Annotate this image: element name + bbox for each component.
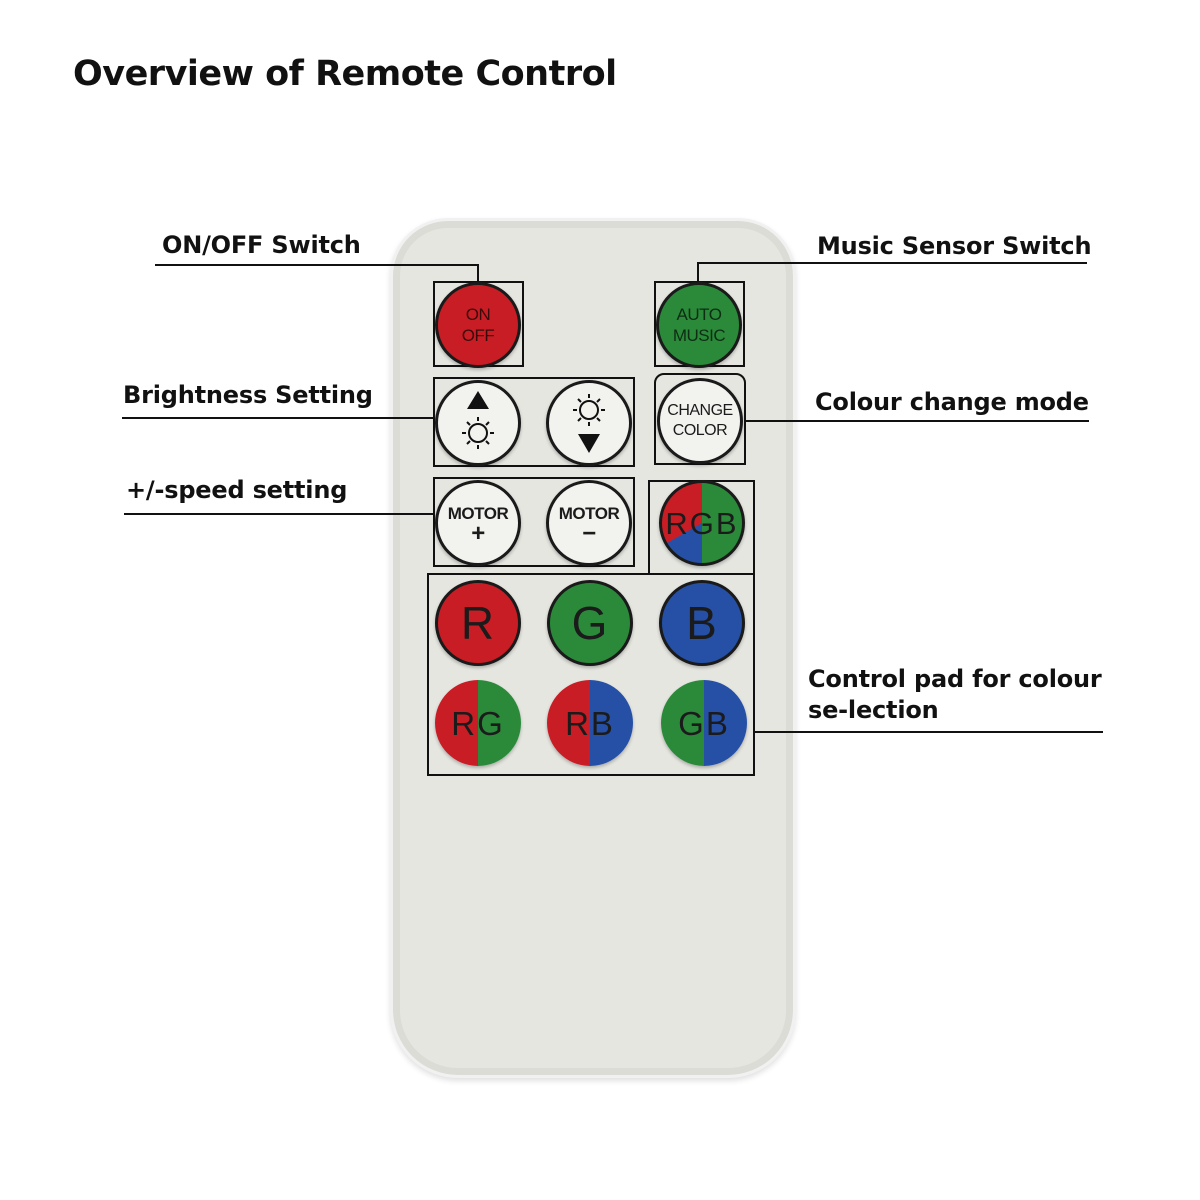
music-leader-line: [697, 262, 1087, 264]
change-color-button[interactable]: CHANGE COLOR: [657, 378, 743, 464]
red-green-button-left: R: [451, 704, 478, 742]
on-off-button-line1: ON: [465, 305, 491, 324]
colour-change-highlight-box: [654, 373, 746, 465]
motor-plus-button-line1: MOTOR: [447, 503, 509, 523]
green-button-label: G: [571, 597, 609, 649]
brightness-down-button[interactable]: [546, 380, 632, 466]
speed-leader-line: [124, 513, 434, 515]
on-off-switch-label: ON/OFF Switch: [162, 231, 361, 259]
colour-change-mode-label: Colour change mode: [815, 388, 1089, 416]
green-blue-button-left: G: [678, 704, 706, 742]
auto-music-button[interactable]: AUTO MUSIC: [656, 282, 742, 368]
music-leader-tick: [697, 262, 699, 282]
red-half: [547, 680, 590, 766]
motor-minus-button[interactable]: MOTOR −: [546, 480, 632, 566]
red-green-button-right: G: [477, 704, 505, 742]
red-half: [435, 680, 478, 766]
brightness-setting-label: Brightness Setting: [123, 381, 373, 409]
colour-pad-highlight-box: [427, 573, 755, 776]
green-half: [661, 680, 704, 766]
green-blue-button[interactable]: GB: [661, 680, 747, 766]
rgb-button[interactable]: RGB: [659, 480, 745, 566]
motor-minus-button-line1: MOTOR: [558, 503, 620, 523]
change-color-button-line2: COLOR: [672, 422, 728, 439]
green-blue-button-right: B: [705, 704, 730, 742]
colour-pad-leader-line: [753, 731, 1103, 733]
red-button-label: R: [460, 597, 496, 649]
motor-plus-button-symbol: +: [471, 519, 485, 547]
speed-setting-label: +/-speed setting: [126, 476, 348, 504]
brightness-up-button[interactable]: [435, 380, 521, 466]
motor-plus-button[interactable]: MOTOR +: [435, 480, 521, 566]
motor-minus-button-symbol: −: [582, 519, 596, 547]
blue-half: [704, 680, 747, 766]
music-sensor-switch-label: Music Sensor Switch: [817, 232, 1092, 260]
colour-pad-label: Control pad for colour se-lection: [808, 665, 1102, 724]
red-blue-button-right: B: [590, 704, 615, 742]
red-blue-button-left: R: [565, 704, 591, 742]
blue-button-label: B: [686, 597, 718, 649]
auto-music-button-line2: MUSIC: [672, 326, 726, 345]
red-blue-button[interactable]: RB: [547, 680, 633, 766]
rgb-button-label: RGB: [665, 505, 739, 541]
on-off-button-line2: OFF: [461, 326, 495, 345]
blue-button[interactable]: B: [659, 580, 745, 666]
on-off-button[interactable]: ON OFF: [435, 282, 521, 368]
colour-change-leader-line: [744, 420, 1089, 422]
green-button[interactable]: G: [547, 580, 633, 666]
brightness-highlight-box: [433, 377, 635, 467]
blue-half: [590, 680, 633, 766]
speed-highlight-box: [433, 477, 635, 567]
red-green-button[interactable]: RG: [435, 680, 521, 766]
brightness-up-icon: [462, 391, 494, 449]
on-off-leader-tick: [477, 264, 479, 282]
red-button[interactable]: R: [435, 580, 521, 666]
brightness-leader-line: [122, 417, 434, 419]
brightness-down-icon: [573, 394, 605, 453]
change-color-button-line1: CHANGE: [667, 402, 733, 419]
green-half: [478, 680, 521, 766]
auto-music-button-line1: AUTO: [676, 305, 722, 324]
page-title: Overview of Remote Control: [73, 54, 617, 94]
on-off-leader-line: [155, 264, 478, 266]
